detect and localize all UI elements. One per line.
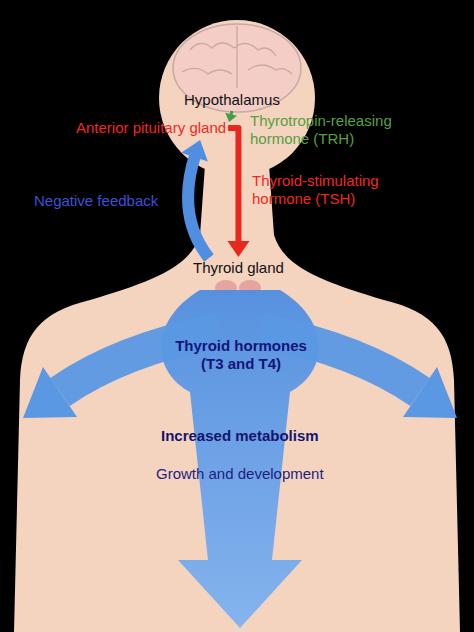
hormone-arrowhead-left xyxy=(23,367,77,418)
structure-label: Thyroid gland xyxy=(193,259,284,277)
connector-line xyxy=(228,128,238,244)
structure-label: Anterior pituitary gland xyxy=(76,119,226,137)
effect-label: Increased metabolism xyxy=(161,427,319,445)
structure-label: Hypothalamus xyxy=(184,91,280,109)
feedback-label: Negative feedback xyxy=(34,192,158,210)
arrowhead xyxy=(227,241,249,257)
arrowhead xyxy=(225,113,237,122)
tsh-arrow xyxy=(227,128,249,257)
connector-line xyxy=(188,154,209,258)
hormone-arrow-down xyxy=(161,290,319,628)
structure-label: Hypothalamus xyxy=(184,91,280,109)
hormone-label: Thyroid hormones (T3 and T4) xyxy=(165,337,317,373)
arrowhead xyxy=(181,140,208,161)
hormone-label: Thyroid-stimulating hormone (TSH) xyxy=(252,172,422,208)
feedback-arrow xyxy=(181,140,209,258)
hormone-label: Thyrotropin-releasing hormone (TRH) xyxy=(250,112,428,148)
structure-label: Thyroid gland xyxy=(193,259,284,277)
trh-arrow xyxy=(225,111,237,122)
hormone-arrowhead-right xyxy=(403,367,457,418)
feedback-label: Negative feedback xyxy=(34,192,158,210)
hormone-label: Thyrotropin-releasing hormone (TRH) xyxy=(250,112,428,148)
effect-label: Growth and development xyxy=(156,465,324,483)
structure-label: Anterior pituitary gland xyxy=(76,119,226,137)
brain xyxy=(173,24,301,112)
effect-label: Growth and development xyxy=(156,465,324,483)
effect-label: Increased metabolism xyxy=(161,427,319,445)
hormone-label: Thyroid-stimulating hormone (TSH) xyxy=(252,172,422,208)
hormone-label: Thyroid hormones (T3 and T4) xyxy=(165,337,317,373)
brain-folds xyxy=(182,26,292,88)
